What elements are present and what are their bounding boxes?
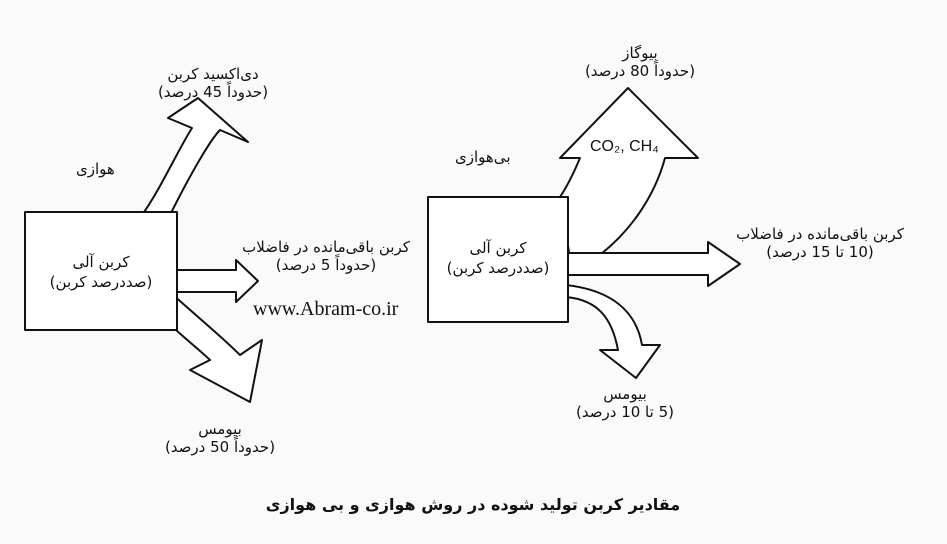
anaerobic-biomass-share: (5 تا 10 درصد) <box>576 403 674 421</box>
aerobic-co2-label: دی‌اکسید کربن (حدوداً 45 درصد) <box>143 65 283 101</box>
aerobic-residual-share: (حدوداً 5 درصد) <box>275 256 377 274</box>
anaerobic-residual-arrow <box>565 241 741 287</box>
diagram-caption: مقادیر کربن تولید شوده در روش هوازی و بی… <box>265 495 681 514</box>
anaerobic-biomass-label: بیومس (5 تا 10 درصد) <box>555 385 695 421</box>
aerobic-residual-label: کربن باقی‌مانده در فاضلاب (حدوداً 5 درصد… <box>236 238 416 274</box>
aerobic-residual-title: کربن باقی‌مانده در فاضلاب <box>242 238 410 256</box>
watermark-url: www.Abram-co.ir <box>253 298 399 320</box>
aerobic-co2-share: (حدوداً 45 درصد) <box>157 83 269 101</box>
anaerobic-residual-label: کربن باقی‌مانده در فاضلاب (10 تا 15 درصد… <box>725 225 915 261</box>
anaerobic-source-sub: (صددرصد کربن) <box>446 259 550 278</box>
anaerobic-gas-formula: CO₂, CH₄ <box>590 138 659 155</box>
aerobic-source-sub: (صددرصد کربن) <box>49 273 153 292</box>
aerobic-source-box <box>24 211 178 331</box>
aerobic-biomass-title: بیومس <box>198 420 242 438</box>
aerobic-source-title: کربن آلی <box>72 253 130 271</box>
aerobic-co2-title: دی‌اکسید کربن <box>167 65 259 83</box>
anaerobic-source-box <box>427 196 569 323</box>
anaerobic-process-label: بی‌هوازی <box>455 148 511 166</box>
anaerobic-biogas-share: (حدوداً 80 درصد) <box>584 62 696 80</box>
anaerobic-biogas-title: بیوگاز <box>622 44 658 62</box>
aerobic-process-label: هوازی <box>76 160 115 178</box>
anaerobic-biomass-arrow <box>565 284 661 379</box>
anaerobic-source-label: کربن آلی (صددرصد کربن) <box>430 238 566 279</box>
aerobic-process-text: هوازی <box>76 160 115 178</box>
aerobic-biomass-label: بیومس (حدوداً 50 درصد) <box>150 420 290 456</box>
anaerobic-biogas-arrow <box>559 87 699 263</box>
aerobic-co2-arrow <box>141 97 249 216</box>
aerobic-source-label: کربن آلی (صددرصد کربن) <box>33 252 169 293</box>
anaerobic-process-text: بی‌هوازی <box>455 148 511 166</box>
anaerobic-biomass-title: بیومس <box>603 385 647 403</box>
anaerobic-residual-share: (10 تا 15 درصد) <box>766 243 874 261</box>
aerobic-biomass-share: (حدوداً 50 درصد) <box>164 438 276 456</box>
anaerobic-residual-title: کربن باقی‌مانده در فاضلاب <box>736 225 904 243</box>
anaerobic-biogas-label: بیوگاز (حدوداً 80 درصد) <box>570 44 710 80</box>
anaerobic-source-title: کربن آلی <box>469 239 527 257</box>
